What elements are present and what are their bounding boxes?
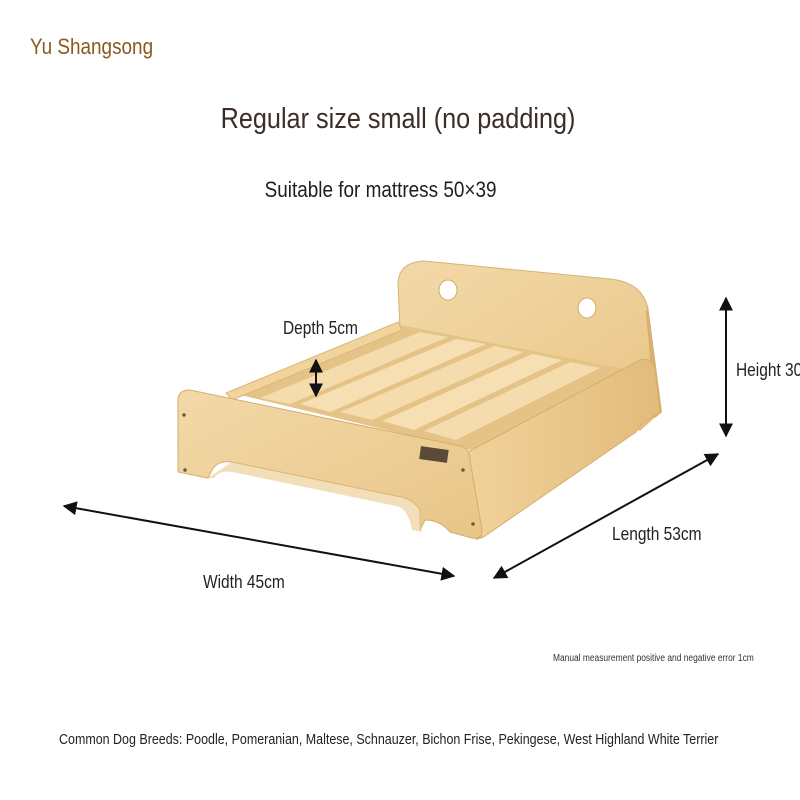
width-label: Width 45cm [203, 572, 285, 592]
measurement-note: Manual measurement positive and negative… [553, 653, 754, 664]
brand-logo-text: Yu Shangsong [30, 34, 154, 59]
page-title: Regular size small (no padding) [220, 103, 576, 135]
width-arrow [62, 501, 456, 581]
length-label: Length 53cm [612, 524, 702, 544]
height-label: Height 30 [736, 360, 800, 380]
brand-tag [419, 446, 449, 463]
page-subtitle: Suitable for mattress 50×39 [264, 177, 497, 202]
handle-hole-left [438, 279, 458, 301]
breeds-caption: Common Dog Breeds: Poodle, Pomeranian, M… [59, 732, 719, 748]
handle-hole-right [577, 297, 597, 319]
depth-label: Depth 5cm [283, 318, 358, 338]
length-arrow [492, 453, 720, 579]
